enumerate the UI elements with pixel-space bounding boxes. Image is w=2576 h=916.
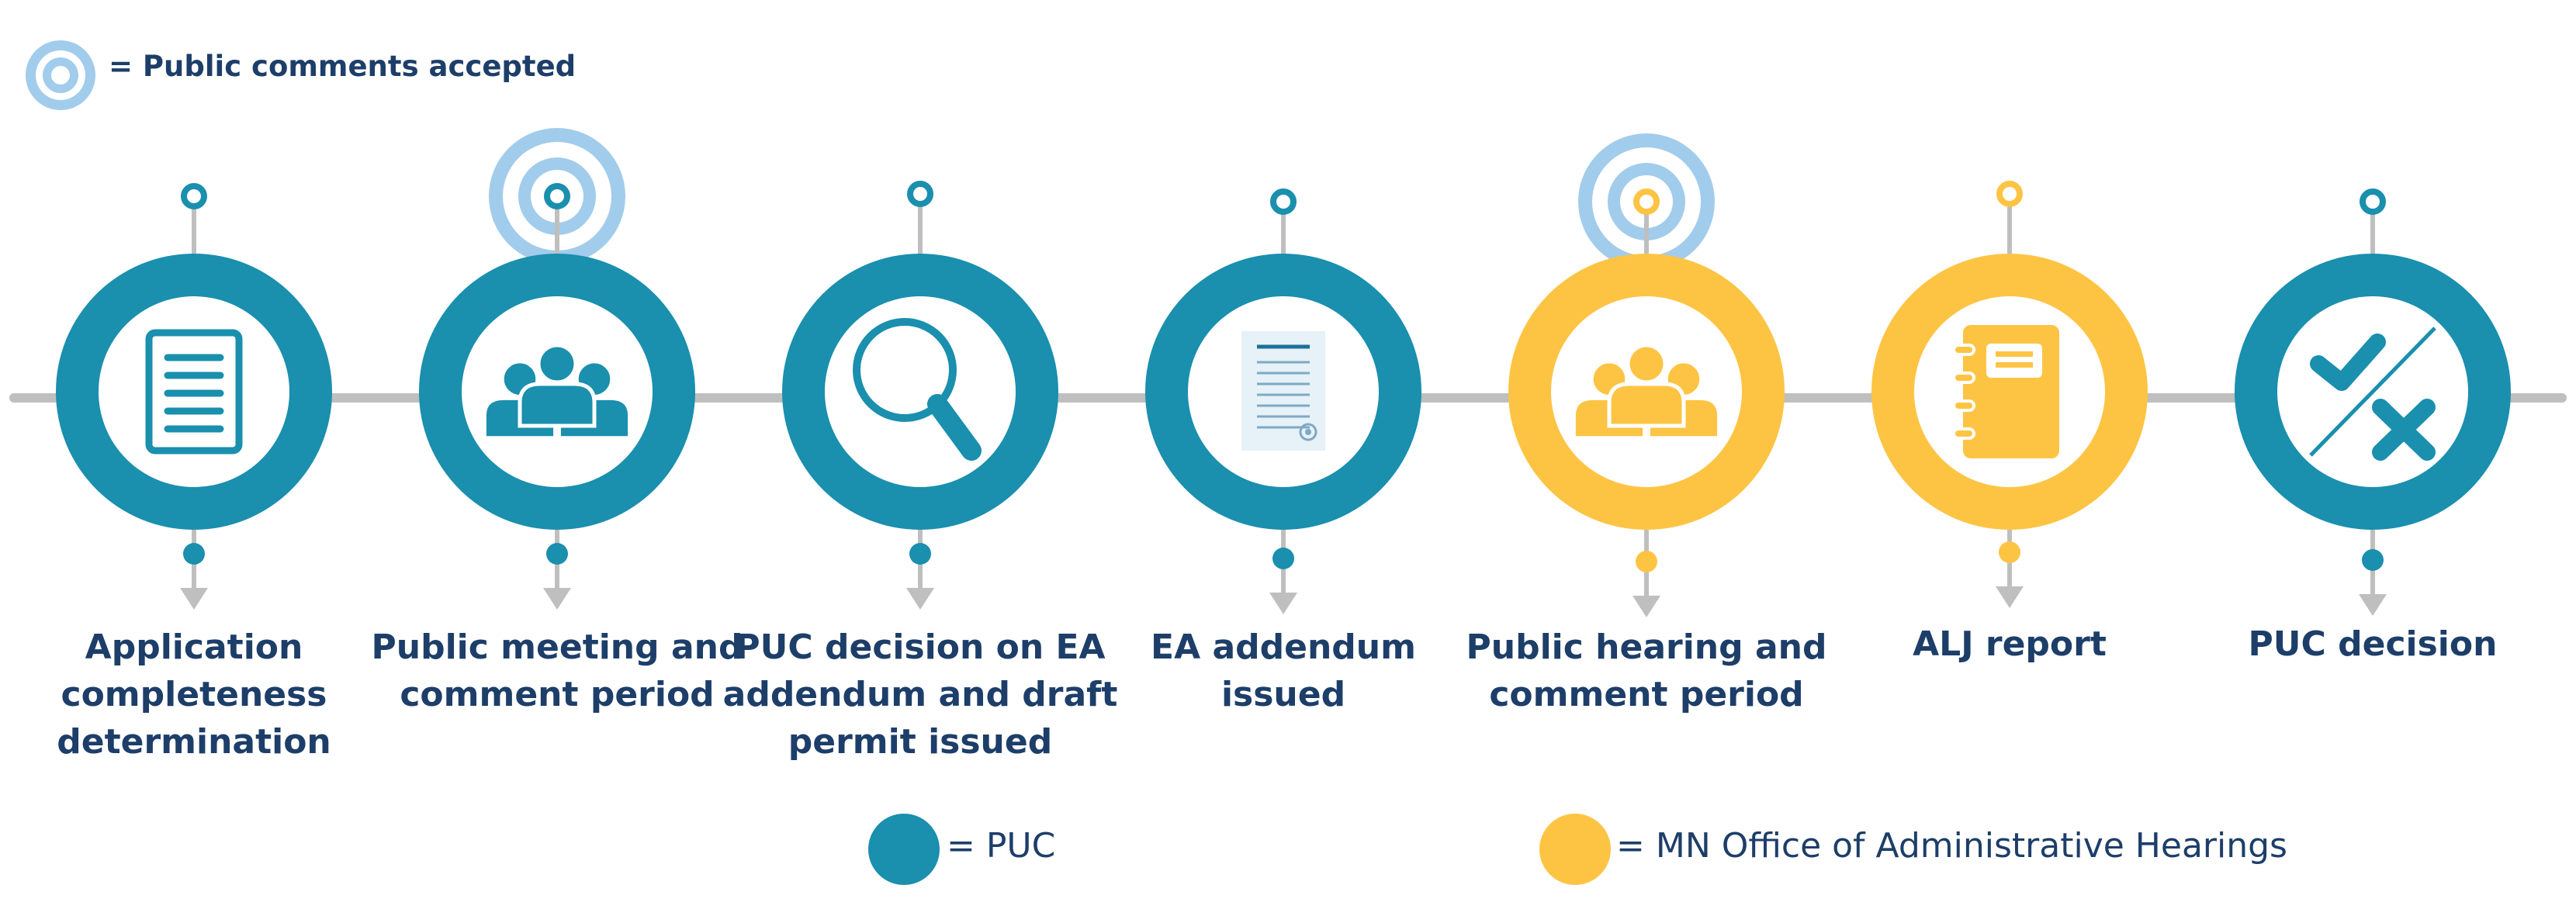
certificate-icon: [1241, 331, 1325, 451]
down-arrow-icon: [180, 588, 208, 610]
down-arrow-icon: [543, 588, 571, 610]
check-x-icon: [2309, 327, 2436, 461]
top-marker: [2360, 188, 2386, 215]
bottom-dot: [2362, 549, 2384, 571]
down-arrow-icon: [906, 588, 934, 610]
bottom-dot: [183, 543, 205, 565]
legend-puc-label: = PUC: [947, 826, 1056, 866]
step-puc-decision: [2235, 188, 2511, 616]
step-label-public-hearing: Public hearing and comment period: [1466, 627, 1827, 714]
step-ea-addendum: [1145, 188, 1421, 614]
step-label-puc-decision-ea: PUC decision on EA addendum and draft pe…: [722, 627, 1118, 762]
top-marker: [1633, 188, 1660, 215]
down-arrow-icon: [2359, 594, 2387, 616]
legend-public-comments-label: = Public comments accepted: [109, 50, 576, 83]
people-icon: [482, 343, 632, 441]
step-application: [56, 183, 332, 610]
bottom-dot: [546, 543, 568, 565]
legend-puc-dot: [868, 814, 940, 885]
bottom-dot: [909, 543, 931, 565]
notebook-icon: [1952, 325, 2059, 458]
top-marker: [907, 181, 933, 207]
step-public-meeting: [419, 128, 695, 610]
bottom-dot: [1636, 551, 1657, 572]
bottom-dot: [1999, 541, 2020, 563]
legend-oah-label: = MN Office of Administrative Hearings: [1616, 826, 2287, 866]
people-icon: [1571, 343, 1722, 441]
down-arrow-icon: [1269, 593, 1297, 614]
step-alj-report: [1871, 181, 2148, 608]
document-icon: [145, 329, 243, 455]
top-marker: [544, 183, 570, 209]
down-arrow-icon: [1633, 596, 1660, 617]
top-marker: [181, 183, 207, 209]
step-public-hearing: [1508, 133, 1785, 617]
step-label-ea-addendum: EA addendum issued: [1151, 627, 1416, 714]
step-label-public-meeting: Public meeting and comment period: [371, 627, 743, 714]
top-marker: [1996, 181, 2023, 207]
step-label-application: Application completeness determination: [57, 627, 331, 762]
bottom-dot: [1272, 548, 1294, 569]
step-label-alj-report: ALJ report: [1913, 624, 2107, 664]
top-marker: [1270, 188, 1297, 215]
legend-oah-dot: [1539, 814, 1611, 885]
down-arrow-icon: [1996, 586, 2024, 608]
step-label-puc-decision: PUC decision: [2248, 624, 2498, 664]
step-puc-decision-ea: [782, 181, 1058, 610]
magnifier-icon: [853, 318, 982, 461]
legend-target-icon: [26, 40, 95, 110]
